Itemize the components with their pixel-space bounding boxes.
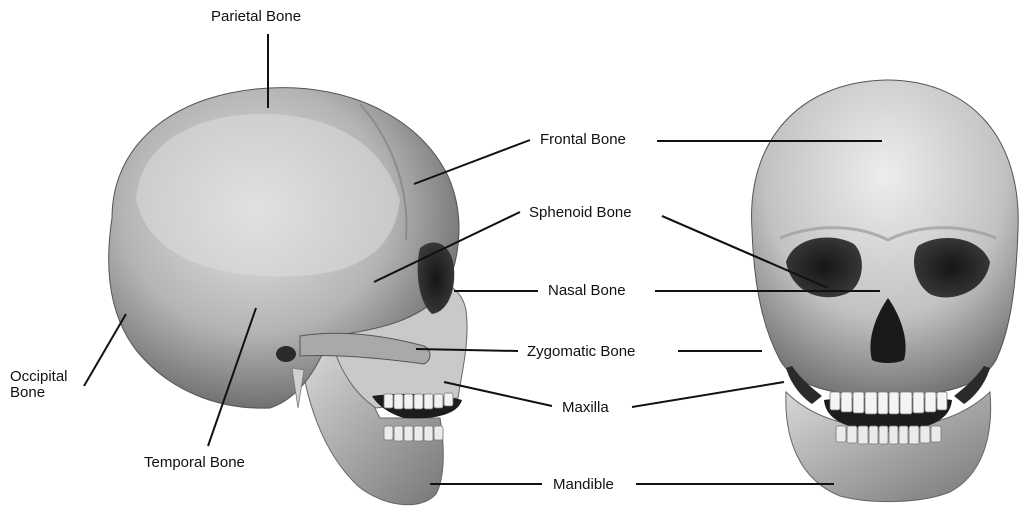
side-upper-teeth [384,393,453,409]
label-occipital-line1: Occipital [10,369,90,385]
side-ear-canal [276,346,296,362]
label-frontal-bone: Frontal Bone [540,132,626,148]
label-occipital-bone: Occipital Bone [10,369,90,401]
label-occipital-line2: Bone [10,385,90,401]
label-zygomatic-bone: Zygomatic Bone [527,344,635,360]
label-parietal-bone: Parietal Bone [211,9,301,25]
label-maxilla: Maxilla [562,400,609,416]
label-mandible: Mandible [553,477,614,493]
label-temporal-bone: Temporal Bone [144,455,245,471]
leader-maxilla-front [632,382,784,407]
leader-occipital [84,314,126,386]
label-sphenoid-bone: Sphenoid Bone [529,205,632,221]
label-nasal-bone: Nasal Bone [548,283,626,299]
side-view-skull [109,88,467,505]
